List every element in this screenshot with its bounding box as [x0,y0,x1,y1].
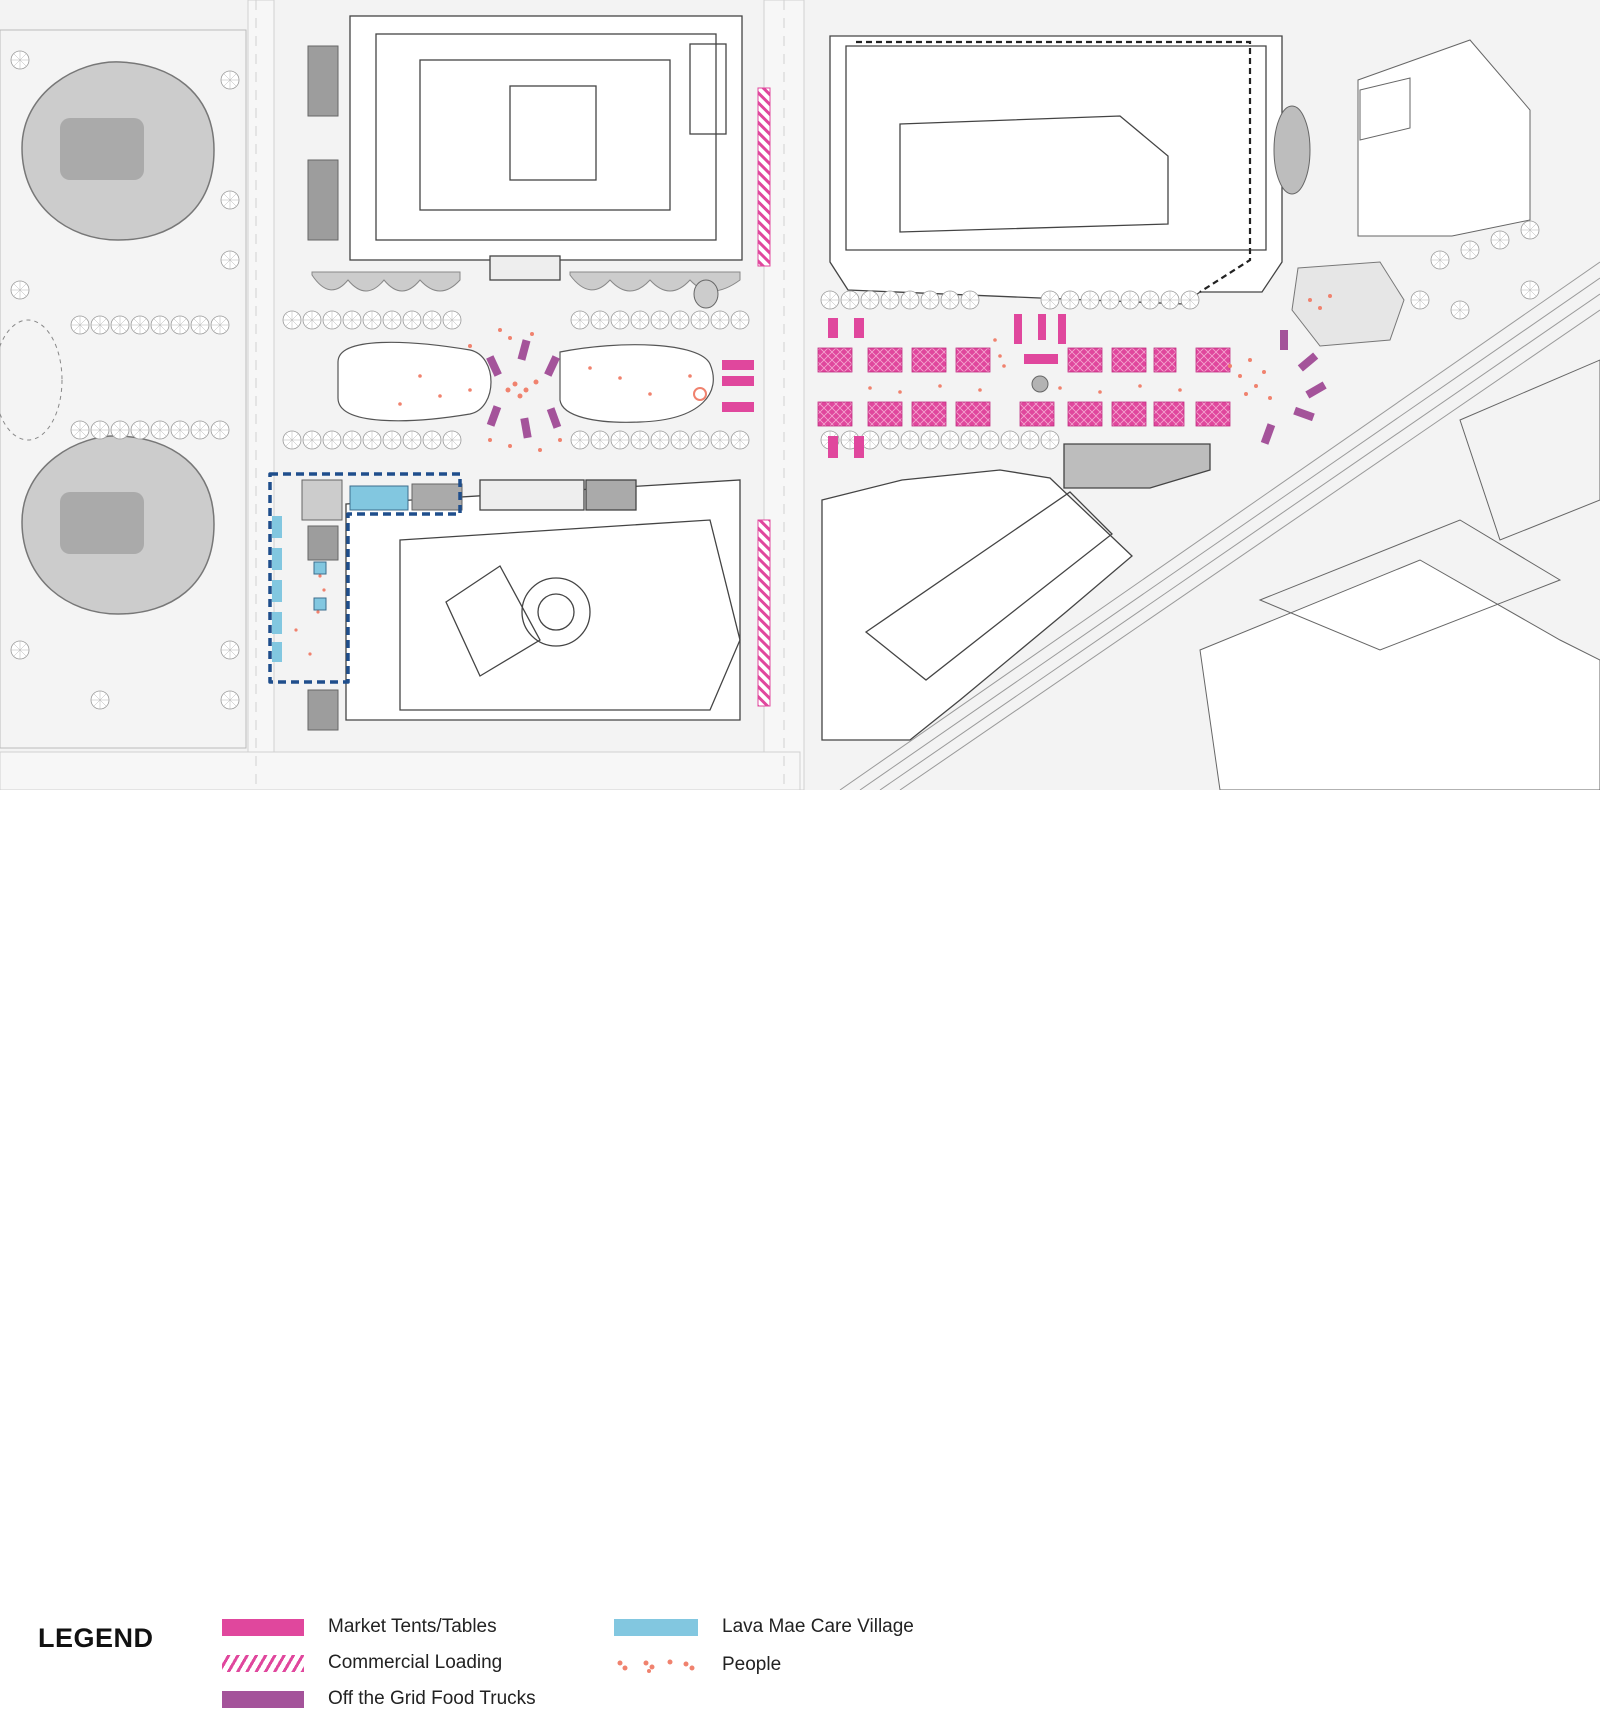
lava-mae-care-village [268,472,462,684]
market-tent-swatch-icon [222,1618,304,1636]
building-north-east [829,35,1283,305]
building-south-middle [345,479,741,721]
commercial-loading-north [757,87,771,267]
legend-label: People [722,1654,782,1675]
middle-plaza [337,341,714,423]
legend-label: Off the Grid Food Trucks [328,1688,536,1709]
pavilion-east [1291,261,1405,347]
site-plan-map [0,0,1600,790]
legend-label: Lava Mae Care Village [722,1616,914,1637]
legend-item-people: People [614,1654,781,1676]
legend-title: LEGEND [38,1623,154,1653]
lava-mae-swatch-icon [614,1618,698,1636]
legend-label: Commercial Loading [328,1652,503,1673]
people-markers [294,294,1332,656]
legend-item-lava-mae: Lava Mae Care Village [614,1616,914,1638]
left-plaza-block [0,29,247,749]
legend-panel: LEGEND Market Tents/Tables Commercial Lo… [0,790,1600,1709]
food-truck-swatch-icon [222,1690,304,1708]
commercial-loading-south [757,519,771,707]
people-swatch-icon [617,1659,695,1673]
rail-corridor [839,261,1600,790]
streets [0,0,805,790]
market-tents [817,347,1231,427]
building-north-middle [349,15,743,281]
legend-item-commercial-loading: Commercial Loading [222,1652,502,1674]
market-tables [722,314,1066,458]
buildings-far-east [1199,39,1600,790]
legend-item-market-tents: Market Tents/Tables [222,1616,497,1638]
food-trucks [486,330,1327,445]
hatch-swatch-icon [222,1654,304,1672]
building-south-east [821,443,1211,741]
legend-label: Market Tents/Tables [328,1616,497,1637]
legend-item-food-trucks: Off the Grid Food Trucks [222,1688,536,1710]
